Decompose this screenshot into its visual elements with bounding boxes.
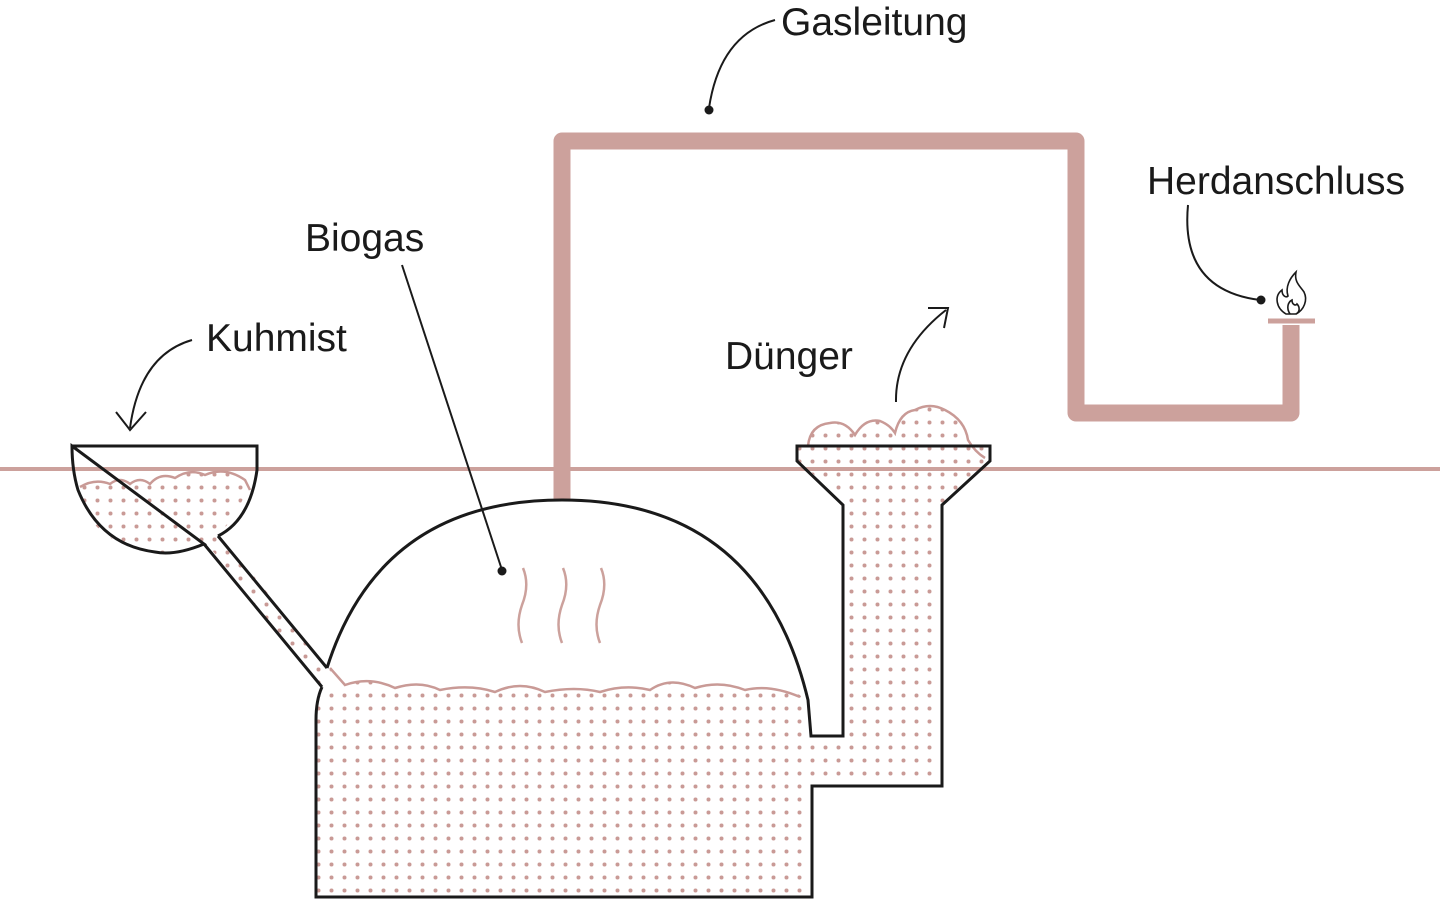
stove-leader — [1186, 204, 1261, 301]
slurry-surface — [79, 404, 986, 699]
digester — [314, 444, 992, 899]
label-gas-line: Gasleitung — [781, 1, 967, 44]
label-biogas: Biogas — [305, 217, 424, 260]
label-cow-manure: Kuhmist — [206, 317, 347, 360]
flame-icon — [1276, 269, 1307, 315]
biogas-waves — [517, 567, 606, 644]
stove-pointer — [1256, 295, 1266, 305]
gas-line-pointer — [704, 105, 714, 115]
label-stove-connection: Herdanschluss — [1147, 160, 1405, 203]
leader-lines — [401, 19, 1261, 571]
gas-pipe — [553, 132, 1300, 500]
inlet-bowl — [70, 443, 259, 555]
fertilizer-arrow — [894, 309, 947, 403]
structure-outline — [70, 443, 992, 899]
slurry-fill — [80, 406, 990, 898]
inlet-pipe — [202, 535, 329, 688]
manure-arrow — [129, 339, 193, 429]
gas-line-leader — [708, 19, 776, 109]
biogas-leader — [401, 264, 503, 571]
arrow-icon — [115, 307, 950, 432]
label-fertilizer: Dünger — [725, 335, 853, 378]
biogas-pointer — [497, 566, 507, 576]
